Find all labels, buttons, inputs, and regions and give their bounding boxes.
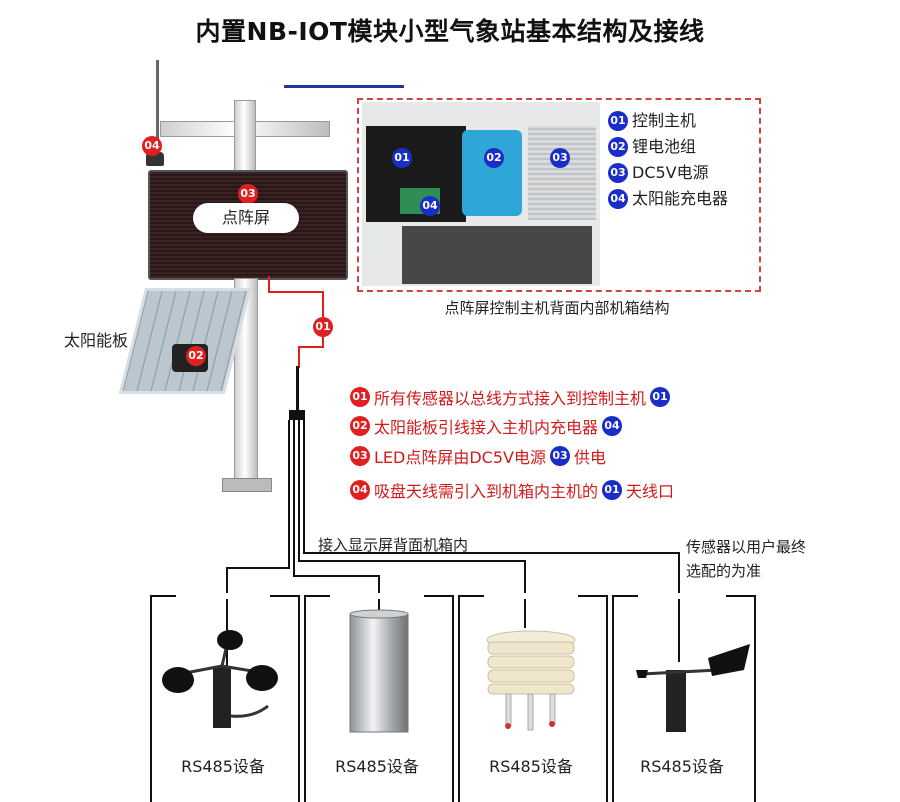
legend-item-charger: 04 太阳能充电器 xyxy=(608,186,728,212)
device-label-2: RS485设备 xyxy=(335,757,419,776)
interior-frame xyxy=(357,98,761,292)
louver-shield-icon xyxy=(486,630,576,731)
feed-1-h xyxy=(226,567,290,569)
note-badge: 01 xyxy=(350,387,370,407)
feed-4-h xyxy=(303,552,679,554)
feed-1-v xyxy=(226,567,228,667)
mast-top xyxy=(234,100,256,174)
feed-2-h xyxy=(293,575,379,577)
photo-badge-04: 04 xyxy=(420,196,440,216)
note-text: 吸盘天线需引入到机箱内主机的 xyxy=(374,482,599,501)
cable-junction xyxy=(289,410,305,420)
notes-list: 01 所有传感器以总线方式接入到控制主机 01 02 太阳能板引线接入主机内充电… xyxy=(350,384,674,503)
screen-label: 点阵屏 xyxy=(193,203,299,233)
device-label-4: RS485设备 xyxy=(640,757,724,776)
wiring-bundle xyxy=(402,226,592,284)
box-gap-4 xyxy=(638,593,726,599)
note-2: 02 太阳能板引线接入主机内充电器 04 xyxy=(350,413,674,439)
device-label-1: RS485设备 xyxy=(181,757,265,776)
box-gap-1 xyxy=(176,593,270,599)
legend-badge: 04 xyxy=(608,189,628,209)
note-text: 所有传感器以总线方式接入到控制主机 xyxy=(374,389,647,408)
photo-badge-03: 03 xyxy=(550,148,570,168)
feed-4-v xyxy=(678,552,680,662)
red-wire-2 xyxy=(268,291,324,293)
note-badge: 04 xyxy=(350,480,370,500)
legend-label: 太阳能充电器 xyxy=(632,189,729,208)
badge-04-antenna: 04 xyxy=(142,136,162,156)
legend-label: DC5V电源 xyxy=(632,163,709,182)
legend-badge: 01 xyxy=(608,111,628,131)
badge-02-solar: 02 xyxy=(186,346,206,366)
device-label-3: RS485设备 xyxy=(489,757,573,776)
anemometer-icon xyxy=(162,630,278,728)
sensor-note-line1: 传感器以用户最终 xyxy=(686,538,807,556)
legend-label: 控制主机 xyxy=(632,111,697,130)
cable-d xyxy=(303,420,305,552)
red-wire-5 xyxy=(298,346,300,368)
wiring-label: 接入显示屏背面机箱内 xyxy=(318,536,469,554)
red-wire-1 xyxy=(268,276,270,292)
antenna xyxy=(156,60,159,140)
note-badge: 02 xyxy=(350,416,370,436)
solar-panel-label: 太阳能板 xyxy=(64,331,129,350)
legend-label: 锂电池组 xyxy=(632,137,697,156)
note-suffix-badge: 01 xyxy=(650,387,671,407)
rain-gauge-icon xyxy=(349,609,409,733)
badge-01-wire: 01 xyxy=(313,317,333,337)
red-wire-4 xyxy=(298,346,324,348)
note-4: 04 吸盘天线需引入到机箱内主机的 01 天线口 xyxy=(350,477,674,503)
cable-a xyxy=(288,420,290,568)
photo-badge-01: 01 xyxy=(392,148,412,168)
legend-badge: 02 xyxy=(608,137,628,157)
legend-item-battery: 02 锂电池组 xyxy=(608,134,728,160)
cable-b xyxy=(293,420,295,576)
note-suffix-text: 供电 xyxy=(573,448,606,467)
box-gap-3 xyxy=(484,593,578,599)
interior-legend: 01 控制主机 02 锂电池组 03 DC5V电源 04 太阳能充电器 xyxy=(608,108,728,212)
cable-c xyxy=(298,420,300,560)
badge-03-screen: 03 xyxy=(238,184,258,204)
solar-panel xyxy=(118,288,252,394)
note-1: 01 所有传感器以总线方式接入到控制主机 01 xyxy=(350,384,674,410)
photo-badge-02: 02 xyxy=(484,148,504,168)
box-gap-2 xyxy=(330,593,424,599)
sensor-note-line2: 选配的为准 xyxy=(686,562,762,580)
note-3: 03 LED点阵屏由DC5V电源 03 供电 xyxy=(350,443,674,469)
battery-pack xyxy=(462,130,522,216)
wind-vane-icon xyxy=(636,644,750,732)
note-text: LED点阵屏由DC5V电源 xyxy=(374,448,546,467)
note-suffix-badge: 04 xyxy=(602,416,623,436)
feed-3-h xyxy=(298,560,524,562)
note-badge: 03 xyxy=(350,446,370,466)
cable-main xyxy=(296,366,299,414)
interior-caption: 点阵屏控制主机背面内部机箱结构 xyxy=(444,299,670,317)
legend-item-controller: 01 控制主机 xyxy=(608,108,728,134)
note-suffix-badge: 03 xyxy=(549,446,570,466)
page-title: 内置NB-IOT模块小型气象站基本结构及接线 xyxy=(195,17,705,46)
title-underline xyxy=(284,85,404,88)
note-suffix-badge: 01 xyxy=(602,480,623,500)
note-suffix-text: 天线口 xyxy=(626,482,675,501)
note-text: 太阳能板引线接入主机内充电器 xyxy=(374,418,599,437)
power-supply xyxy=(528,126,596,220)
interior-photo: 01 02 03 04 xyxy=(362,102,600,286)
mast-base xyxy=(222,478,272,492)
legend-item-power: 03 DC5V电源 xyxy=(608,160,728,186)
legend-badge: 03 xyxy=(608,163,628,183)
